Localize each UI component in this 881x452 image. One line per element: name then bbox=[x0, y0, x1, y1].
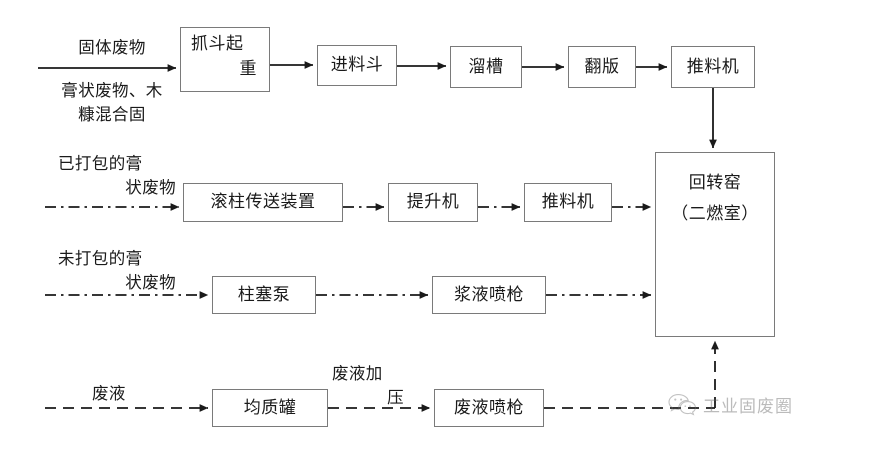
node-elevator-label: 提升机 bbox=[406, 192, 460, 213]
node-pusher-mid[interactable]: 推料机 bbox=[524, 183, 612, 222]
label-pressurize-line2: 压 bbox=[387, 387, 404, 407]
label-solid-waste-line3: 糠混合固 bbox=[78, 104, 146, 124]
node-pusher-mid-label: 推料机 bbox=[541, 192, 595, 213]
node-slurry-spray-gun-label: 浆液喷枪 bbox=[454, 284, 524, 305]
label-waste-liquid-input: 废液 bbox=[92, 382, 148, 406]
node-grab-crane[interactable]: 抓斗起 重 bbox=[180, 27, 270, 92]
node-pusher-top[interactable]: 推料机 bbox=[671, 46, 755, 88]
label-solid-waste-line2: 膏状废物、木 bbox=[61, 80, 163, 100]
node-chute[interactable]: 溜槽 bbox=[450, 46, 522, 88]
label-solid-waste-line1: 固体废物 bbox=[78, 38, 146, 57]
node-roller-conveyor[interactable]: 滚柱传送装置 bbox=[183, 183, 343, 222]
node-rotary-kiln-line1: 回转窑 bbox=[688, 173, 742, 193]
node-waste-liquid-spray-gun-label: 废液喷枪 bbox=[454, 397, 524, 418]
node-pusher-top-label: 推料机 bbox=[686, 56, 740, 77]
label-unpacked-paste-input: 未打包的膏 状废物 bbox=[58, 247, 176, 295]
node-waste-liquid-spray-gun[interactable]: 废液喷枪 bbox=[434, 389, 544, 427]
node-homogenizing-tank-label: 均质罐 bbox=[243, 397, 297, 418]
node-plunger-pump-label: 柱塞泵 bbox=[237, 284, 291, 305]
node-rotary-kiln[interactable]: 回转窑 （二燃室） bbox=[655, 152, 775, 337]
label-waste-liquid-line1: 废液 bbox=[92, 384, 126, 403]
node-roller-conveyor-label: 滚柱传送装置 bbox=[210, 192, 316, 213]
node-grab-crane-line2: 重 bbox=[239, 58, 257, 79]
node-tipper-label: 翻版 bbox=[584, 56, 620, 77]
node-plunger-pump[interactable]: 柱塞泵 bbox=[212, 276, 316, 314]
node-rotary-kiln-line2: （二燃室） bbox=[671, 203, 759, 224]
node-feed-hopper[interactable]: 进料斗 bbox=[317, 45, 397, 86]
node-elevator[interactable]: 提升机 bbox=[388, 183, 478, 222]
node-feed-hopper-label: 进料斗 bbox=[330, 55, 384, 76]
label-pressurize-line1: 废液加 bbox=[332, 364, 383, 383]
node-slurry-spray-gun[interactable]: 浆液喷枪 bbox=[432, 276, 546, 314]
label-packed-paste-line1: 已打包的膏 bbox=[58, 154, 143, 173]
node-chute-label: 溜槽 bbox=[468, 56, 504, 77]
label-unpacked-paste-line1: 未打包的膏 bbox=[58, 249, 143, 268]
node-tipper[interactable]: 翻版 bbox=[568, 46, 636, 88]
label-packed-paste-input: 已打包的膏 状废物 bbox=[58, 152, 176, 200]
label-solid-waste-input: 固体废物 膏状废物、木 糠混合固 bbox=[46, 36, 178, 127]
label-unpacked-paste-line2: 状废物 bbox=[125, 272, 176, 292]
node-homogenizing-tank[interactable]: 均质罐 bbox=[212, 389, 328, 427]
node-grab-crane-line1: 抓斗起 bbox=[191, 34, 244, 54]
label-waste-liquid-pressurize: 废液加 压 bbox=[332, 362, 404, 410]
label-packed-paste-line2: 状废物 bbox=[125, 177, 176, 197]
